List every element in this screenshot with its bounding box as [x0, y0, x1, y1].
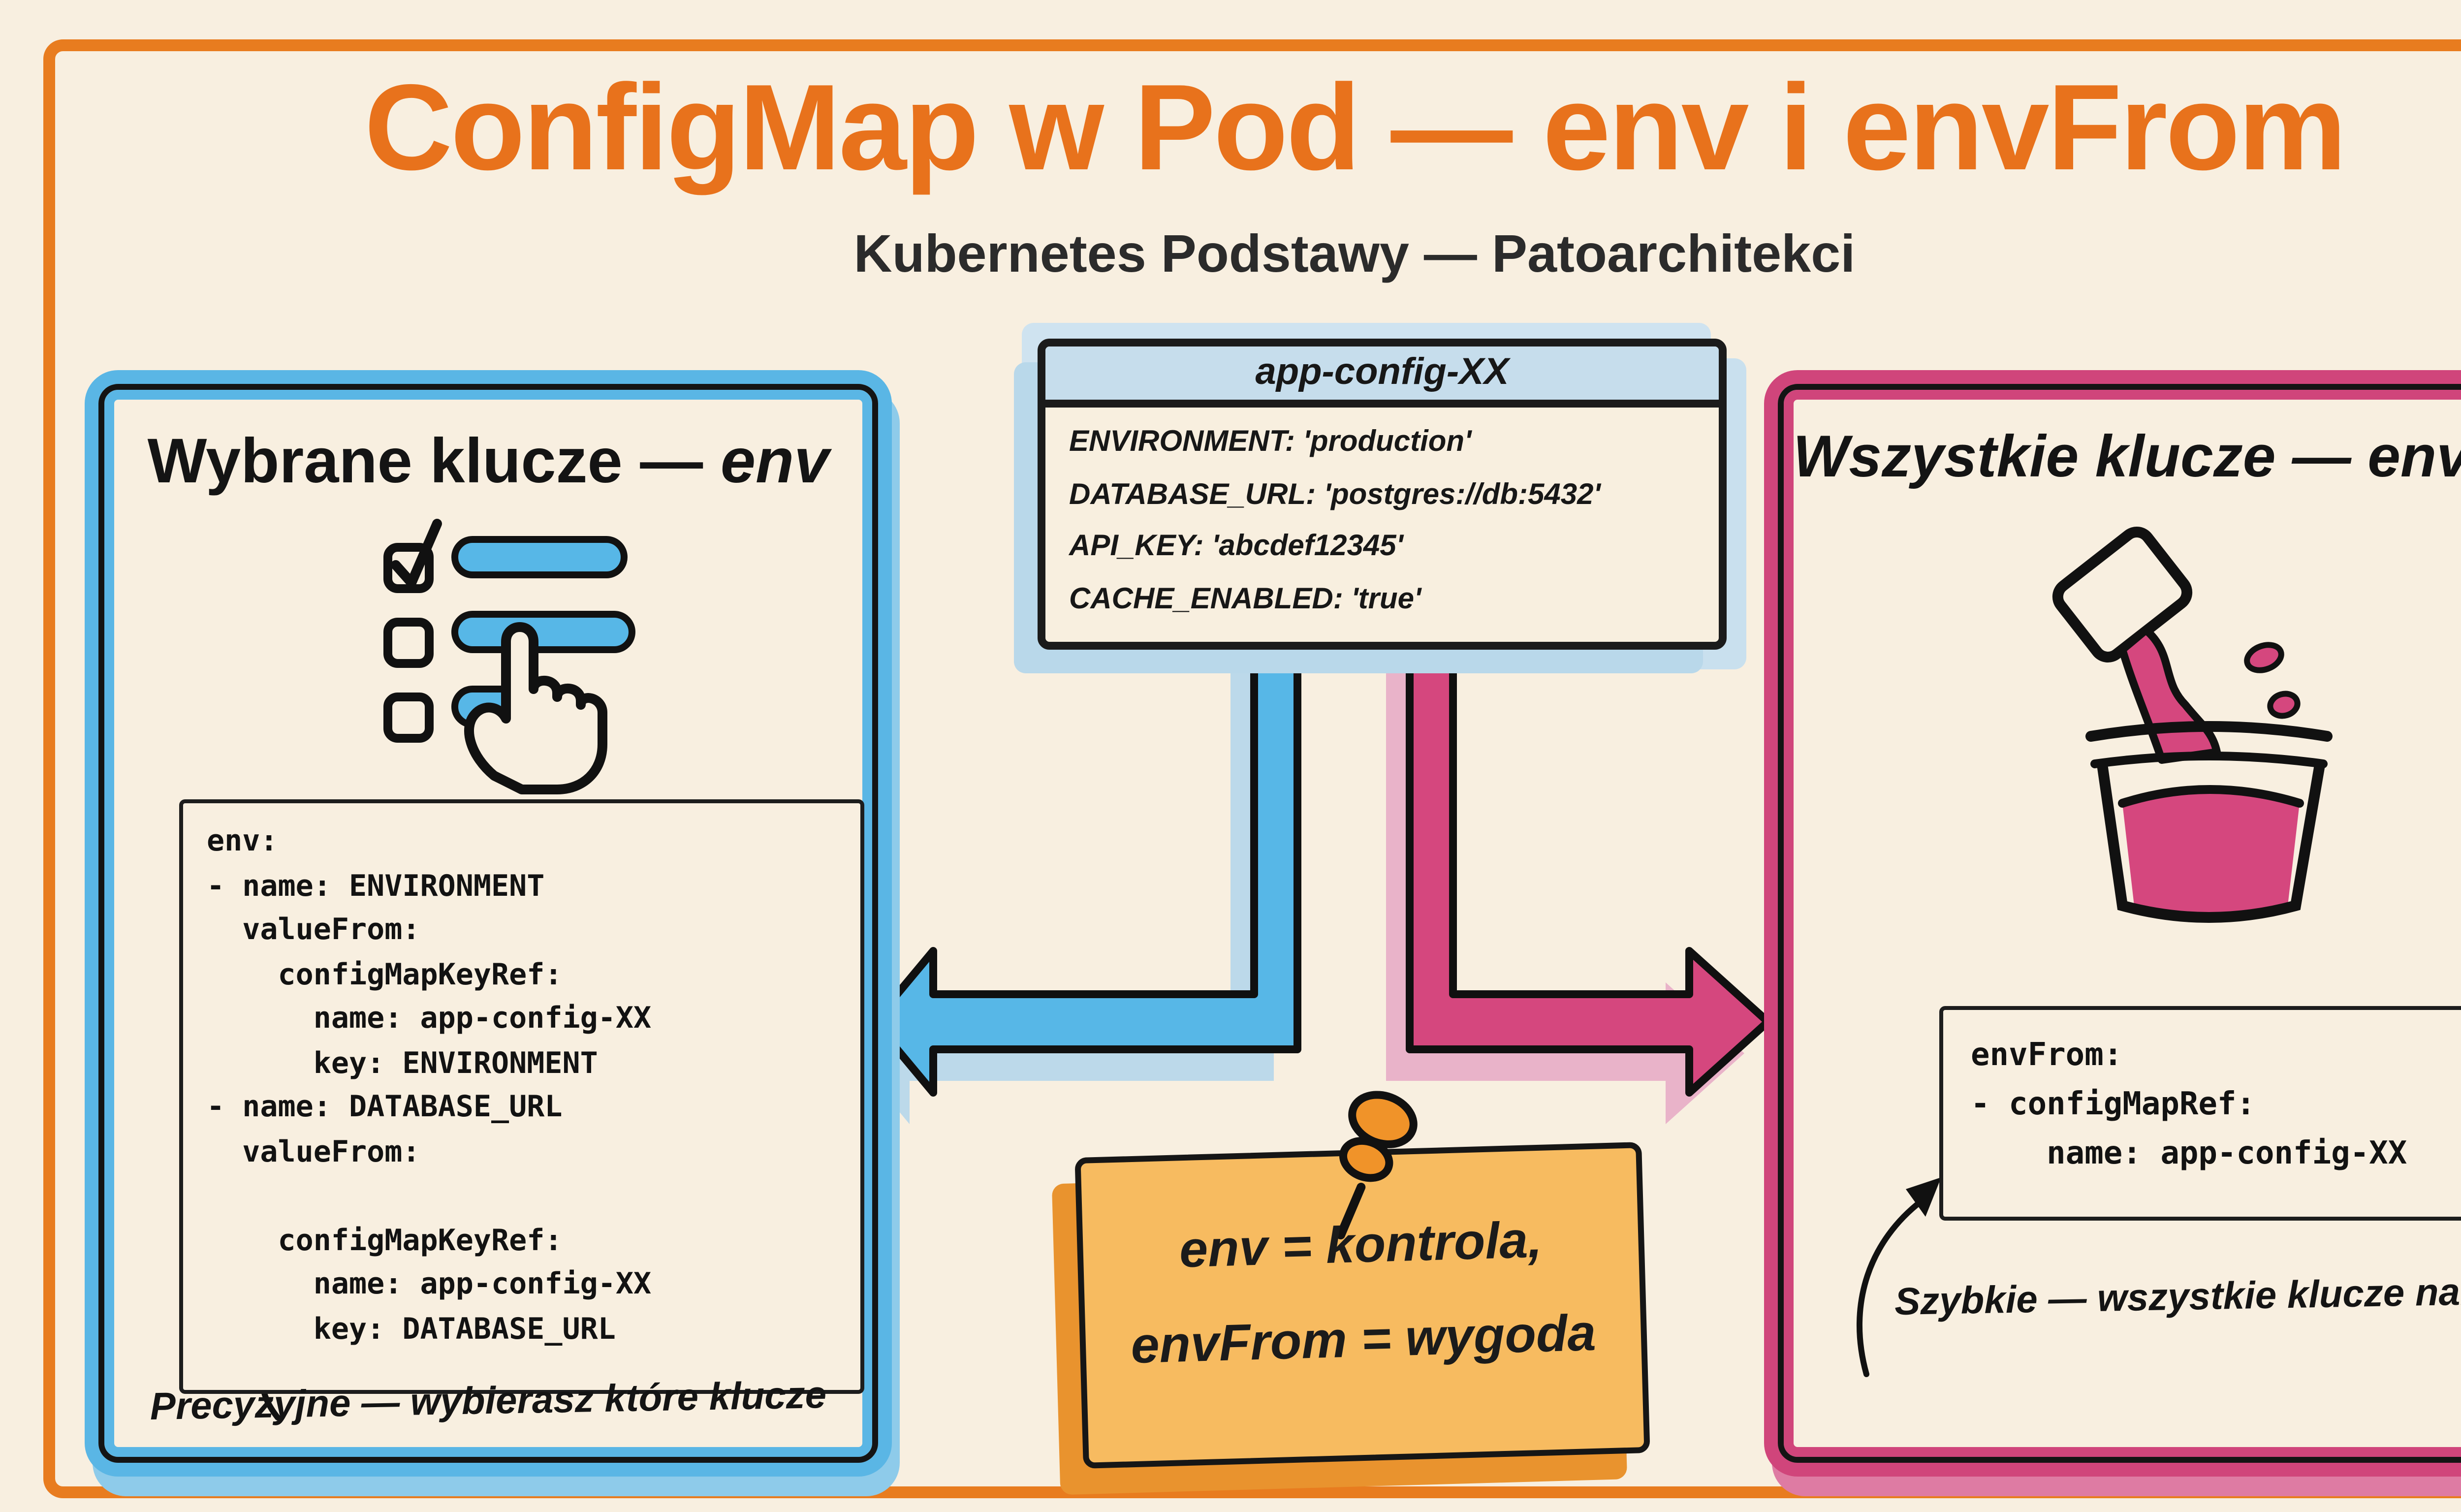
panel-env-heading-keyword: env [720, 425, 829, 496]
panel-envfrom: Wszystkie klucze — envFrom envFrom: - co… [1778, 384, 2461, 1463]
code-line [207, 1173, 860, 1218]
configmap-entry: DATABASE_URL: 'postgres://db:5432' [1069, 477, 1601, 511]
code-line: name: app-config-XX [1971, 1134, 2407, 1171]
code-line: - name: ENVIRONMENT [207, 867, 545, 903]
code-line: - configMapRef: [1971, 1085, 2255, 1122]
code-line: name: app-config-XX [207, 1000, 652, 1036]
panel-env-heading: Wybrane klucze — env [104, 425, 872, 498]
code-line: envFrom: [1971, 1036, 2123, 1073]
checklist-icon [383, 519, 635, 794]
configmap-entry: API_KEY: 'abcdef12345' [1069, 530, 1403, 563]
page-title: ConfigMap w Pod — env i envFrom [364, 61, 2346, 197]
code-line: name: app-config-XX [207, 1266, 652, 1301]
bucket-pour-icon [2052, 527, 2333, 923]
code-line: valueFrom: [207, 912, 420, 947]
panel-envfrom-heading-keyword: envFrom [2367, 425, 2461, 490]
note-line-2: envFrom = wygoda [1130, 1302, 1597, 1375]
panel-envfrom-heading-text: Wszystkie klucze — [1793, 425, 2368, 490]
code-line: env: [207, 823, 278, 858]
envfrom-yaml-code: envFrom: - configMapRef: name: app-confi… [1939, 1006, 2461, 1221]
configmap-entries: ENVIRONMENT: 'production' DATABASE_URL: … [1045, 408, 1719, 626]
configmap-entry: CACHE_ENABLED: 'true' [1069, 582, 1421, 615]
pointer-hand-icon [464, 622, 607, 794]
code-line: key: DATABASE_URL [207, 1310, 616, 1346]
configmap-card: app-config-XX ENVIRONMENT: 'production' … [1038, 339, 1727, 650]
panel-envfrom-caption: Szybkie — wszystkie klucze naraz [1894, 1270, 2461, 1325]
pushpin-icon [1336, 1091, 1418, 1240]
note-line-1: env = kontrola, [1178, 1209, 1543, 1279]
page-subtitle: Kubernetes Podstawy — Patoarchitekci [853, 224, 1856, 284]
configmap-entry: ENVIRONMENT: 'production' [1069, 425, 1472, 459]
code-line: configMapKeyRef: [207, 956, 563, 991]
env-yaml-code: env: - name: ENVIRONMENT valueFrom: conf… [179, 799, 864, 1394]
code-line: key: ENVIRONMENT [207, 1044, 598, 1080]
code-line: - name: DATABASE_URL [207, 1089, 563, 1124]
pink-right-arrow [1386, 626, 1772, 1124]
panel-env-heading-text: Wybrane klucze — [147, 425, 721, 496]
sticky-note: env = kontrola, envFrom = wygoda [1074, 1091, 1650, 1469]
panel-envfrom-heading: Wszystkie klucze — envFrom [1784, 425, 2461, 492]
panel-env: Wybrane klucze — env env: - name: ENVIRO… [98, 384, 878, 1463]
code-line: valueFrom: [207, 1133, 420, 1168]
code-line: configMapKeyRef: [207, 1222, 563, 1257]
blue-left-arrow [851, 626, 1301, 1124]
configmap-name: app-config-XX [1045, 346, 1719, 408]
